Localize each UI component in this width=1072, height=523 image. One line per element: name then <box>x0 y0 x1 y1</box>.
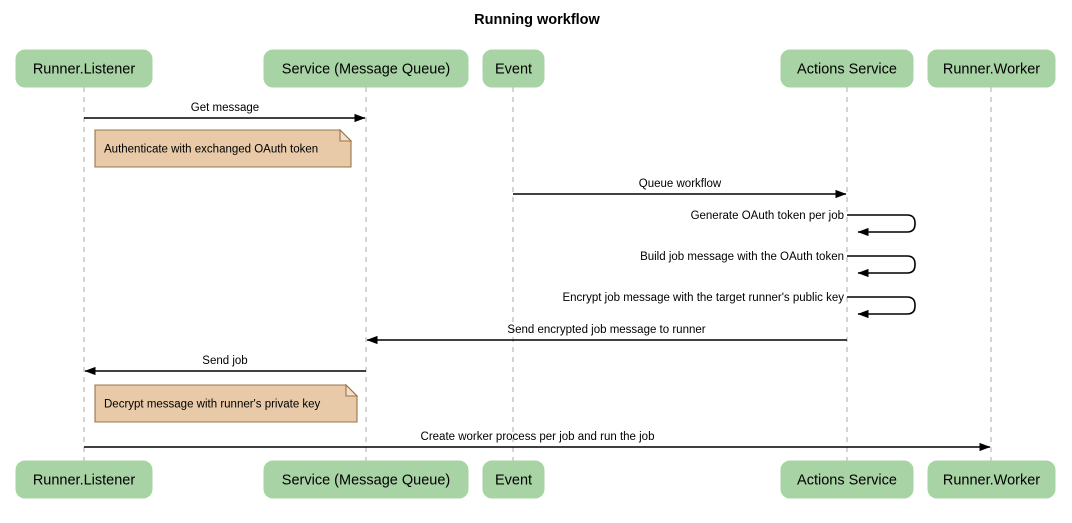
participant-box <box>482 460 545 499</box>
participant-label: Service (Message Queue) <box>282 472 450 488</box>
message-m7[interactable]: Send job <box>84 355 366 376</box>
page-title: Running workflow <box>474 12 600 28</box>
participant-box <box>263 460 469 499</box>
message-m4[interactable]: Build job message with the OAuth token <box>640 251 916 278</box>
participant-box <box>482 49 545 88</box>
message-label: Get message <box>191 102 259 114</box>
note-n1: Authenticate with exchanged OAuth token <box>94 128 353 168</box>
message-label: Send encrypted job message to runner <box>507 324 705 336</box>
participant-box <box>927 460 1056 499</box>
participant-label: Actions Service <box>797 472 897 488</box>
participant-box <box>780 460 914 499</box>
lifelines <box>83 87 992 461</box>
participant-box <box>780 49 914 88</box>
participant-top-runner-worker[interactable]: Runner.Worker <box>927 49 1056 88</box>
note-fold-corner <box>345 383 359 397</box>
participant-top-actions-service[interactable]: Actions Service <box>780 49 914 88</box>
message-selfloop-line <box>847 255 916 278</box>
message-label: Encrypt job message with the target runn… <box>562 292 844 304</box>
message-selfloop-line <box>847 214 916 237</box>
message-m3[interactable]: Generate OAuth token per job <box>691 210 916 237</box>
participant-bottom-service-queue[interactable]: Service (Message Queue) <box>263 460 469 499</box>
message-m1[interactable]: Get message <box>84 102 366 123</box>
note-n2: Decrypt message with runner's private ke… <box>94 383 359 423</box>
participant-bottom-runner-listener[interactable]: Runner.Listener <box>15 460 153 499</box>
message-label: Send job <box>202 355 247 367</box>
message-label: Create worker process per job and run th… <box>421 431 655 443</box>
participant-bottom-actions-service[interactable]: Actions Service <box>780 460 914 499</box>
participant-top-event[interactable]: Event <box>482 49 545 88</box>
participant-label: Actions Service <box>797 61 897 77</box>
participant-label: Runner.Listener <box>33 472 136 488</box>
note-body <box>94 129 352 168</box>
participant-bottom-runner-worker[interactable]: Runner.Worker <box>927 460 1056 499</box>
message-m5[interactable]: Encrypt job message with the target runn… <box>562 292 916 319</box>
participant-label: Runner.Worker <box>943 61 1040 77</box>
participant-top-runner-listener[interactable]: Runner.Listener <box>15 49 153 88</box>
participant-box <box>15 49 153 88</box>
participant-box <box>263 49 469 88</box>
participant-bottom-event[interactable]: Event <box>482 460 545 499</box>
participant-label: Event <box>495 472 532 488</box>
participant-label: Runner.Worker <box>943 472 1040 488</box>
message-m2[interactable]: Queue workflow <box>513 178 847 199</box>
note-label: Authenticate with exchanged OAuth token <box>104 144 318 156</box>
notes: Authenticate with exchanged OAuth tokenD… <box>94 128 359 423</box>
message-label: Queue workflow <box>639 178 722 190</box>
message-m8[interactable]: Create worker process per job and run th… <box>84 431 991 452</box>
note-label: Decrypt message with runner's private ke… <box>104 399 321 411</box>
message-m6[interactable]: Send encrypted job message to runner <box>366 324 847 345</box>
participant-box <box>15 460 153 499</box>
message-label: Build job message with the OAuth token <box>640 251 844 263</box>
participant-label: Event <box>495 61 532 77</box>
participant-label: Service (Message Queue) <box>282 61 450 77</box>
message-label: Generate OAuth token per job <box>691 210 844 222</box>
participant-top-service-queue[interactable]: Service (Message Queue) <box>263 49 469 88</box>
participant-label: Runner.Listener <box>33 61 136 77</box>
participant-box <box>927 49 1056 88</box>
message-selfloop-line <box>847 296 916 319</box>
note-fold-corner <box>339 128 353 142</box>
note-body <box>94 384 358 423</box>
